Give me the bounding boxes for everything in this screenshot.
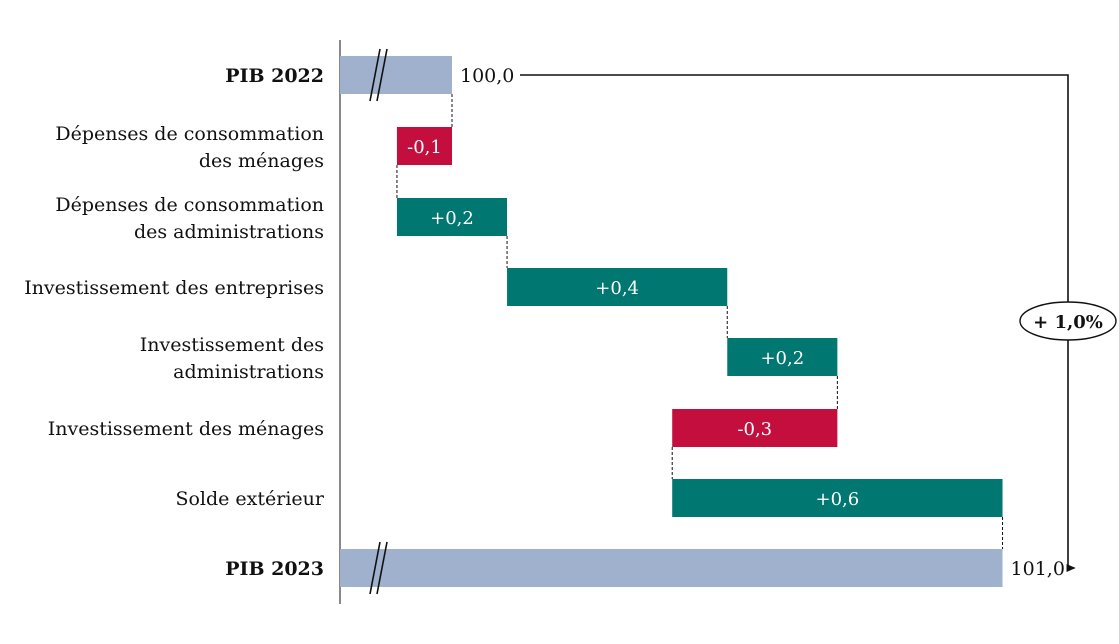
total-change-badge <box>1019 301 1117 341</box>
value-label-step-2: +0,2 <box>430 208 474 229</box>
bar-step-3 <box>507 268 728 306</box>
bar-step-5 <box>672 409 838 447</box>
value-label-step-3: +0,4 <box>595 278 639 299</box>
category-label-start: PIB 2022 <box>225 65 324 87</box>
bar-end <box>340 549 1003 587</box>
category-label-step-6: Solde extérieur <box>175 488 324 510</box>
bar-step-6 <box>672 479 1003 517</box>
axis-break-mark-start-1 <box>369 48 381 102</box>
value-label-step-5: -0,3 <box>737 419 772 440</box>
category-label-step-5: Investissement des ménages <box>48 418 324 440</box>
category-label-step-2-line-2: des administrations <box>134 221 324 243</box>
total-change-label: + 1,0% <box>1033 312 1103 333</box>
axis-break-mark-start-2 <box>376 48 388 102</box>
bar-step-4 <box>727 338 838 376</box>
category-label-step-4-line-2: administrations <box>173 361 324 383</box>
value-label-start: 100,0 <box>460 65 514 87</box>
bar-step-1 <box>396 127 452 165</box>
category-label-step-1-line-1: Dépenses de consommation <box>55 123 324 145</box>
category-label-step-4-line-1: Investissement des <box>140 334 324 356</box>
axis-break-mark-end-1 <box>369 541 381 595</box>
value-label-step-6: +0,6 <box>816 489 860 510</box>
category-label-step-1-line-2: des ménages <box>199 150 324 172</box>
bar-step-2 <box>396 198 508 236</box>
category-label-step-3: Investissement des entreprises <box>24 277 324 299</box>
value-label-end: 101,0 <box>1011 558 1065 580</box>
value-label-step-1: -0,1 <box>407 137 442 158</box>
bar-start <box>340 56 452 94</box>
value-label-step-4: +0,2 <box>760 348 804 369</box>
category-label-step-2-line-1: Dépenses de consommation <box>55 194 324 216</box>
axis-break-mark-end-2 <box>376 541 388 595</box>
category-label-end: PIB 2023 <box>225 558 324 580</box>
